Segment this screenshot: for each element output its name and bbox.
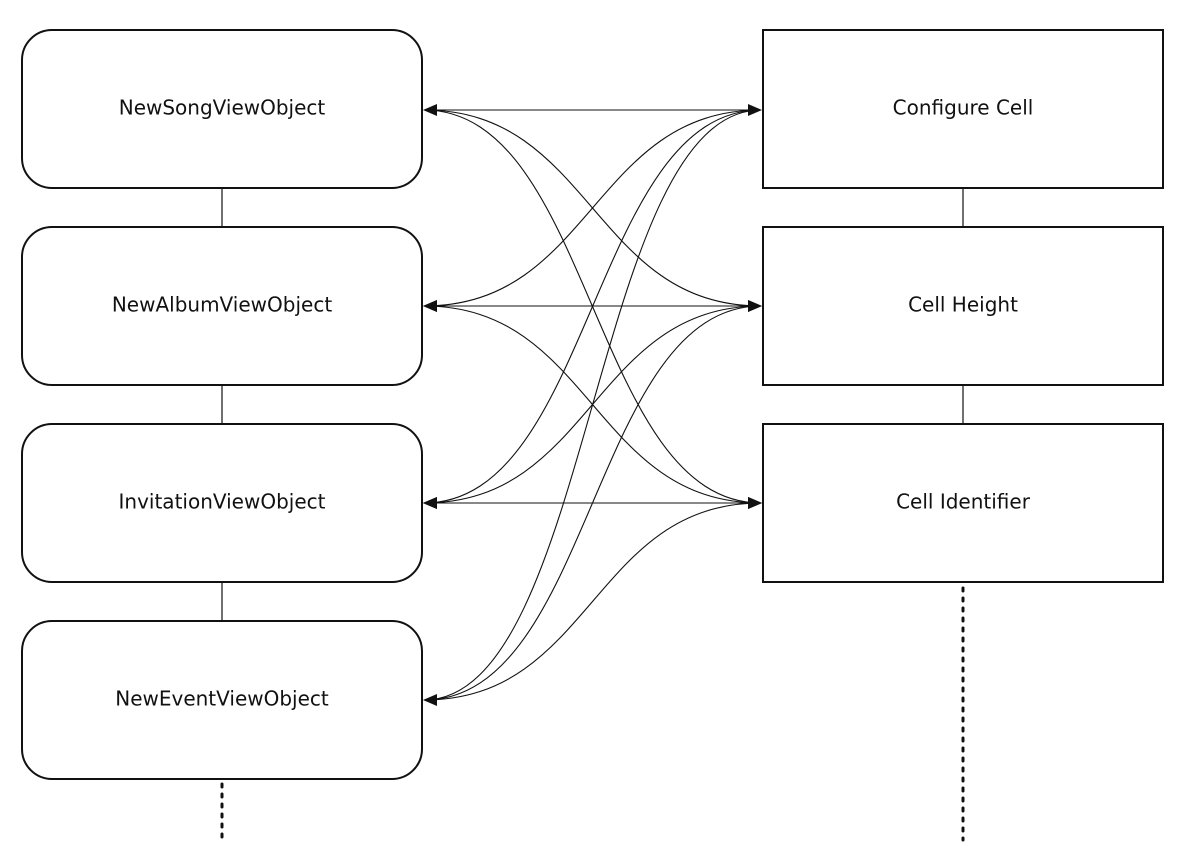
right-node-cell-height[interactable]: Cell Height: [762, 226, 1164, 386]
left-node-newevent[interactable]: NewEventViewObject: [21, 620, 423, 780]
left-node-label: NewSongViewObject: [119, 96, 326, 120]
right-node-label: Cell Height: [908, 293, 1018, 317]
left-node-newalbum[interactable]: NewAlbumViewObject: [21, 226, 423, 386]
left-node-invitation[interactable]: InvitationViewObject: [21, 423, 423, 583]
left-node-label: NewAlbumViewObject: [112, 293, 332, 317]
left-node-newsong[interactable]: NewSongViewObject: [21, 29, 423, 189]
right-node-configure-cell[interactable]: Configure Cell: [762, 29, 1164, 189]
left-node-label: NewEventViewObject: [115, 687, 329, 711]
connector-line: [423, 502, 762, 701]
right-node-label: Cell Identifier: [896, 490, 1031, 514]
connector-line: [423, 109, 762, 312]
connector-line: [423, 305, 762, 701]
connector-line: [423, 109, 762, 706]
right-node-cell-identifier[interactable]: Cell Identifier: [762, 423, 1164, 583]
right-node-label: Configure Cell: [893, 96, 1034, 120]
connector-group: [423, 104, 762, 706]
connector-line: [423, 109, 762, 509]
left-node-label: InvitationViewObject: [119, 490, 326, 514]
